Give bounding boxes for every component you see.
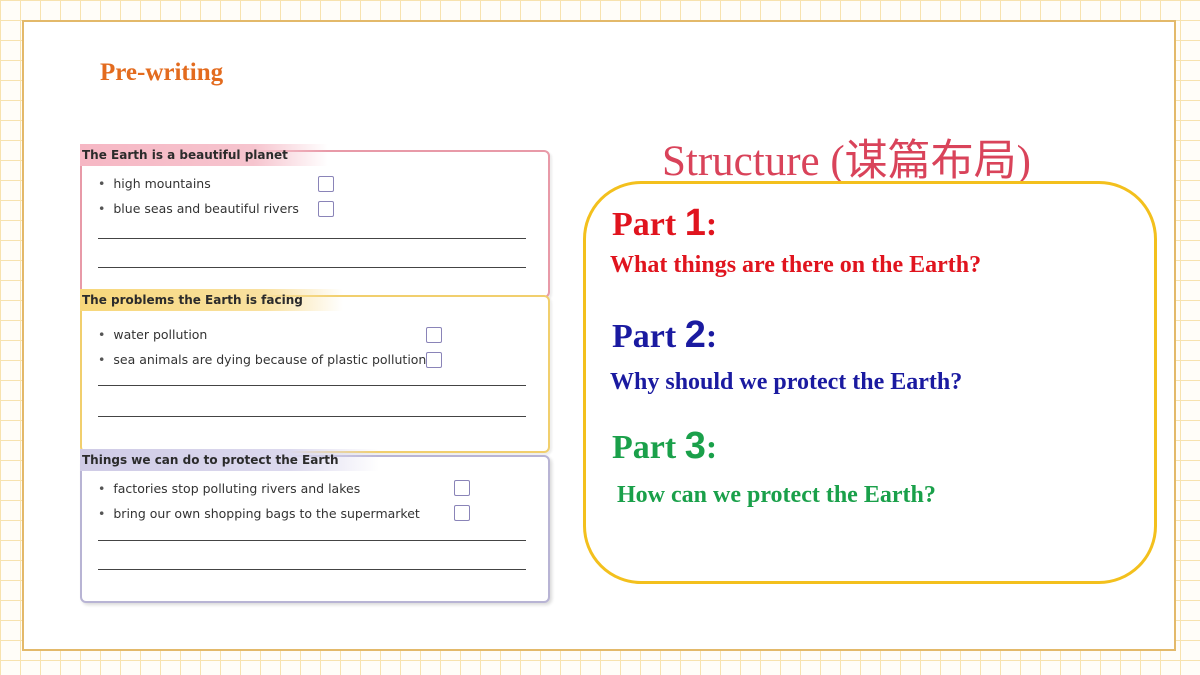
card-protect-earth: Things we can do to protect the Earth fa…	[80, 449, 550, 603]
part-number: 1	[684, 202, 706, 244]
writing-line	[98, 540, 526, 541]
writing-line	[98, 569, 526, 570]
checkbox[interactable]	[426, 352, 442, 368]
checkbox[interactable]	[454, 480, 470, 496]
card-title: The problems the Earth is facing	[80, 289, 343, 311]
part-word: Part	[612, 429, 685, 466]
card-beautiful-planet: The Earth is a beautiful planet high mou…	[80, 144, 550, 298]
checkbox[interactable]	[318, 176, 334, 192]
part-number: 2	[684, 314, 706, 356]
part-1-question: What things are there on the Earth?	[610, 252, 982, 278]
part-3-question: How can we protect the Earth?	[617, 482, 936, 508]
checkbox[interactable]	[454, 505, 470, 521]
checkbox[interactable]	[426, 327, 442, 343]
writing-line	[98, 267, 526, 268]
part-3-label: Part 3:	[612, 425, 717, 468]
list-item: bring our own shopping bags to the super…	[98, 506, 419, 521]
structure-box	[583, 181, 1157, 584]
part-number: 3	[684, 425, 706, 467]
writing-line	[98, 238, 526, 239]
part-word: Part	[612, 318, 685, 355]
page-title: Pre-writing	[100, 59, 224, 86]
list-item: blue seas and beautiful rivers	[98, 201, 299, 216]
list-item: factories stop polluting rivers and lake…	[98, 481, 360, 496]
part-colon: :	[705, 206, 718, 243]
writing-line	[98, 416, 526, 417]
checkbox[interactable]	[318, 201, 334, 217]
part-2-label: Part 2:	[612, 314, 717, 357]
card-title: The Earth is a beautiful planet	[80, 144, 328, 166]
list-item: water pollution	[98, 327, 207, 342]
part-word: Part	[612, 206, 685, 243]
list-item: sea animals are dying because of plastic…	[98, 352, 426, 367]
card-earth-problems: The problems the Earth is facing water p…	[80, 289, 550, 453]
part-colon: :	[705, 318, 718, 355]
list-item: high mountains	[98, 176, 210, 191]
writing-line	[98, 385, 526, 386]
card-title: Things we can do to protect the Earth	[80, 449, 379, 471]
part-2-question: Why should we protect the Earth?	[610, 369, 963, 395]
part-colon: :	[705, 429, 718, 466]
part-1-label: Part 1:	[612, 202, 717, 245]
structure-title: Structure (谋篇布局)	[662, 138, 1032, 185]
